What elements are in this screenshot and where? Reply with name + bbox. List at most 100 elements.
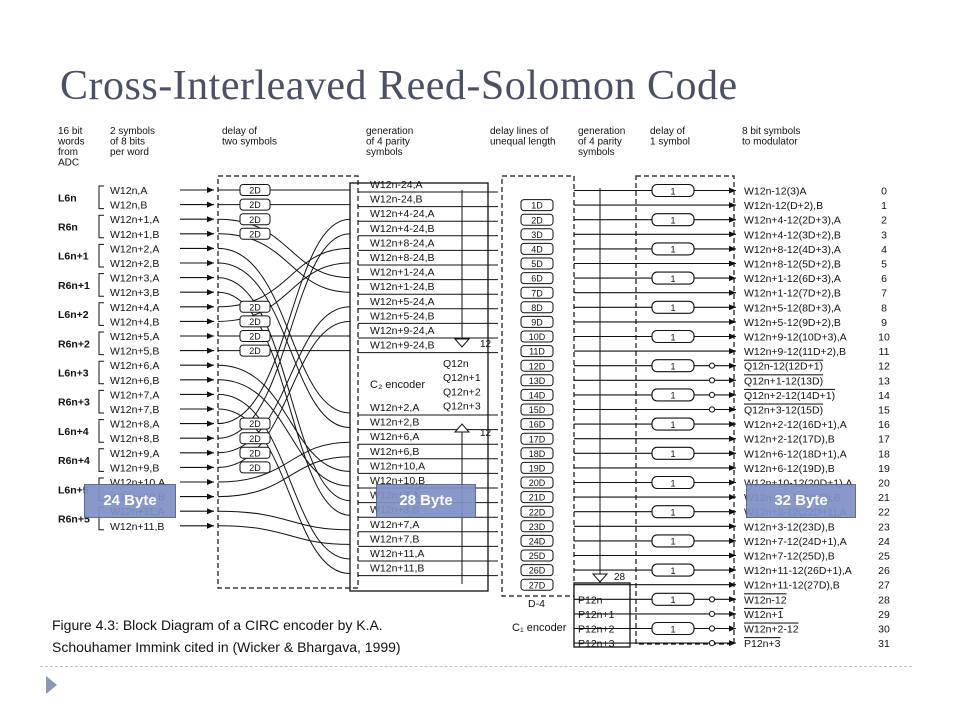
output-index: 27: [878, 580, 890, 592]
input-symbol: W12n,B: [110, 200, 147, 212]
output-index: 31: [878, 638, 890, 650]
delay-line-label: 23D: [529, 522, 546, 532]
c2-bus-label-bottom: 12: [480, 428, 492, 439]
inverter-icon: [708, 391, 716, 398]
output-symbol: W12n+2-12: [744, 624, 799, 636]
delay-line-box: [520, 505, 554, 518]
output-index: 7: [881, 288, 887, 300]
delay-line-label: 15D: [529, 405, 546, 415]
delay-line-label: 13D: [529, 376, 546, 386]
input-word-label: R6n+3: [58, 397, 90, 409]
input-word-label: L6n+2: [58, 309, 89, 321]
delay-line-box: [520, 388, 554, 401]
delay-line-box: [520, 257, 554, 270]
mid-symbol: W12n+11,A: [370, 548, 424, 560]
word-bracket: [98, 448, 104, 472]
delay-line-box: [520, 432, 554, 445]
input-symbol: W12n+8,B: [110, 433, 159, 445]
output-index: 18: [878, 448, 890, 460]
output-index: 12: [878, 361, 890, 373]
output-index: 16: [878, 419, 890, 431]
c2-encoder-label: C₂ encoder: [370, 379, 425, 391]
word-bracket: [98, 302, 104, 326]
output-index: 3: [881, 229, 887, 241]
delay-one-box: [651, 534, 695, 548]
c1-parity-block: [573, 582, 631, 648]
word-bracket: [98, 389, 104, 414]
unequal-delay-frame: [501, 175, 575, 597]
delay-line-box: [520, 301, 554, 314]
delay-one-label: 1: [670, 245, 675, 255]
delay-one-box: [651, 563, 695, 577]
output-index: 24: [878, 536, 890, 548]
output-symbol: W12n+1-12(6D+3),A: [744, 273, 841, 285]
delay-2d-label: 2D: [249, 332, 261, 342]
c1-encoder-label: C₁ encoder: [512, 622, 567, 634]
input-word-label: L6n+4: [58, 426, 89, 438]
delay-one-label: 1: [670, 332, 675, 342]
input-word-label: R6n: [58, 222, 78, 234]
input-symbol: W12n,A: [110, 185, 147, 197]
input-symbol: W12n+9,A: [110, 448, 159, 460]
input-word-label: L6n+1: [58, 251, 89, 263]
c2-bus-arrow-icon: [453, 338, 471, 348]
interleave-wire: [217, 393, 351, 560]
delay-one-box: [651, 183, 695, 198]
delay-line-box: [520, 359, 554, 372]
word-bracket: [98, 360, 104, 385]
word-bracket: [98, 273, 104, 297]
delay-line-label: 3D: [531, 230, 543, 240]
output-symbol: Q12n-12(12D+1): [744, 361, 823, 373]
inverter-icon: [708, 406, 716, 413]
delay-one-label: 1: [670, 274, 675, 284]
output-symbol: W12n+4-12(2D+3),A: [744, 215, 841, 227]
input-symbol: W12n+5,A: [110, 331, 159, 343]
input-symbol: W12n+6,B: [110, 375, 159, 387]
delay-line-label: 20D: [529, 478, 546, 488]
output-symbol: W12n+1: [744, 609, 784, 621]
output-symbol: W12n+1-12(7D+2),B: [744, 288, 841, 300]
input-symbol: W12n+1,A: [110, 214, 159, 226]
input-word-label: L6n: [58, 192, 77, 204]
bullet-arrow-icon: [46, 676, 57, 694]
delay-line-box: [520, 330, 554, 343]
delay-line-label: 4D: [531, 245, 543, 255]
mid-symbol: W12n+1-24,B: [370, 281, 435, 293]
c2-bus-arrow-icon: [453, 423, 471, 433]
output-index: 25: [878, 551, 890, 563]
delay-line-label: 18D: [529, 449, 546, 459]
delay-2d-box: [239, 213, 271, 226]
delay-line-box: [520, 403, 554, 416]
delay-2d-box: [239, 461, 271, 474]
output-symbol: W12n+3-12(23D),B: [744, 521, 835, 533]
delay-line-label: 11D: [529, 347, 545, 357]
delay-line-label: 24D: [529, 537, 546, 547]
interleave-wire: [217, 247, 351, 308]
delay-line-label: 12D: [529, 361, 546, 371]
delay-line-box: [520, 564, 554, 577]
delay-line-label: 16D: [529, 420, 546, 430]
inverter-icon: [708, 377, 716, 384]
delay-line-label: 1D: [531, 201, 543, 211]
output-symbol: W12n+9-12(10D+3),A: [744, 332, 847, 344]
delay-one-box: [651, 213, 695, 227]
delay-2d-box: [239, 198, 271, 211]
output-index: 26: [878, 565, 890, 577]
c2-bus-label-top: 12: [480, 339, 492, 350]
delay-one-label: 1: [670, 391, 675, 401]
mid-symbol: W12n+1-24,A: [370, 267, 435, 279]
output-index: 5: [881, 259, 887, 271]
output-symbol: W12n+7-12(25D),B: [744, 551, 835, 563]
delay-line-label: 2D: [531, 215, 543, 225]
output-symbol: W12n+5-12(8D+3),A: [744, 302, 841, 314]
mid-symbol: W12n+4-24,A: [370, 208, 435, 220]
delay-line-label: 27D: [529, 580, 546, 590]
mid-symbol: W12n+2,B: [370, 417, 419, 429]
output-symbol: W12n+8-12(5D+2),B: [744, 259, 841, 271]
output-symbol: W12n+4-12(3D+2),B: [744, 229, 841, 241]
footer-divider: [40, 666, 912, 667]
input-symbol: W12n+8,A: [110, 419, 159, 431]
